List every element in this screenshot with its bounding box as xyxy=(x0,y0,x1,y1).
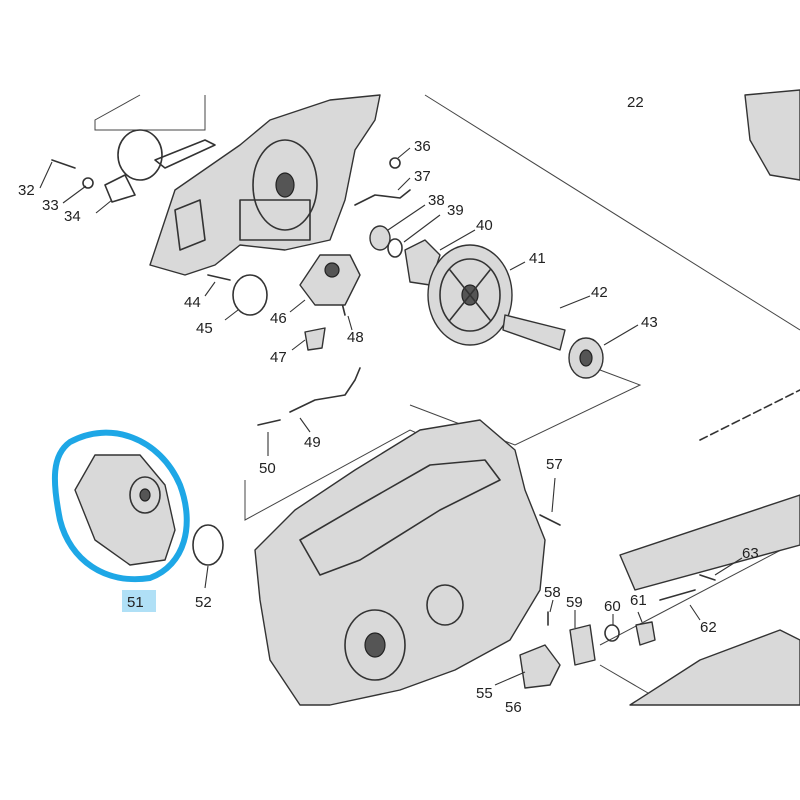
label-55: 55 xyxy=(476,685,493,702)
label-40: 40 xyxy=(476,217,493,234)
label-57: 57 xyxy=(546,456,563,473)
seal-ring xyxy=(192,524,224,566)
drive-wheel xyxy=(427,244,513,346)
drive-shaft xyxy=(502,314,604,379)
label-37: 37 xyxy=(414,168,431,185)
label-63: 63 xyxy=(742,545,759,562)
label-48: 48 xyxy=(347,329,364,346)
label-44: 44 xyxy=(184,294,201,311)
label-38: 38 xyxy=(428,192,445,209)
label-61: 61 xyxy=(630,592,647,609)
highlight-label-box xyxy=(122,590,156,612)
main-housing xyxy=(254,419,546,706)
label-59: 59 xyxy=(566,594,583,611)
label-52: 52 xyxy=(195,594,212,611)
label-43: 43 xyxy=(641,314,658,331)
label-42: 42 xyxy=(591,284,608,301)
label-56: 56 xyxy=(505,699,522,716)
label-51: 51 xyxy=(127,594,144,611)
o-ring xyxy=(232,274,268,316)
strap-bracket xyxy=(104,129,216,203)
oil-pipe xyxy=(289,367,361,413)
label-46: 46 xyxy=(270,310,287,327)
highlight-circle xyxy=(51,429,190,583)
label-33: 33 xyxy=(42,197,59,214)
label-47: 47 xyxy=(270,349,287,366)
label-41: 41 xyxy=(529,250,546,267)
label-62: 62 xyxy=(700,619,717,636)
oil-rod xyxy=(354,189,411,206)
motor-housing xyxy=(74,454,176,566)
label-36: 36 xyxy=(414,138,431,155)
oil-pump xyxy=(299,254,361,306)
lower-blank-area xyxy=(0,712,800,800)
guide-bar xyxy=(619,389,800,601)
label-50: 50 xyxy=(259,460,276,477)
label-45: 45 xyxy=(196,320,213,337)
motor-corner xyxy=(744,89,800,181)
part-labels: 22 32 33 34 36 37 38 39 40 41 42 43 44 4… xyxy=(18,94,759,716)
label-39: 39 xyxy=(447,202,464,219)
bearing-and-ring xyxy=(369,225,441,286)
label-32: 32 xyxy=(18,182,35,199)
plug xyxy=(304,327,326,351)
leader-lines xyxy=(39,147,743,686)
sprocket-parts xyxy=(519,621,656,689)
label-58: 58 xyxy=(544,584,561,601)
fasteners xyxy=(51,157,561,626)
gear-housing xyxy=(149,94,381,276)
label-22: 22 xyxy=(627,94,644,111)
label-49: 49 xyxy=(304,434,321,451)
label-34: 34 xyxy=(64,208,81,225)
chain-cover xyxy=(629,629,800,706)
label-60: 60 xyxy=(604,598,621,615)
